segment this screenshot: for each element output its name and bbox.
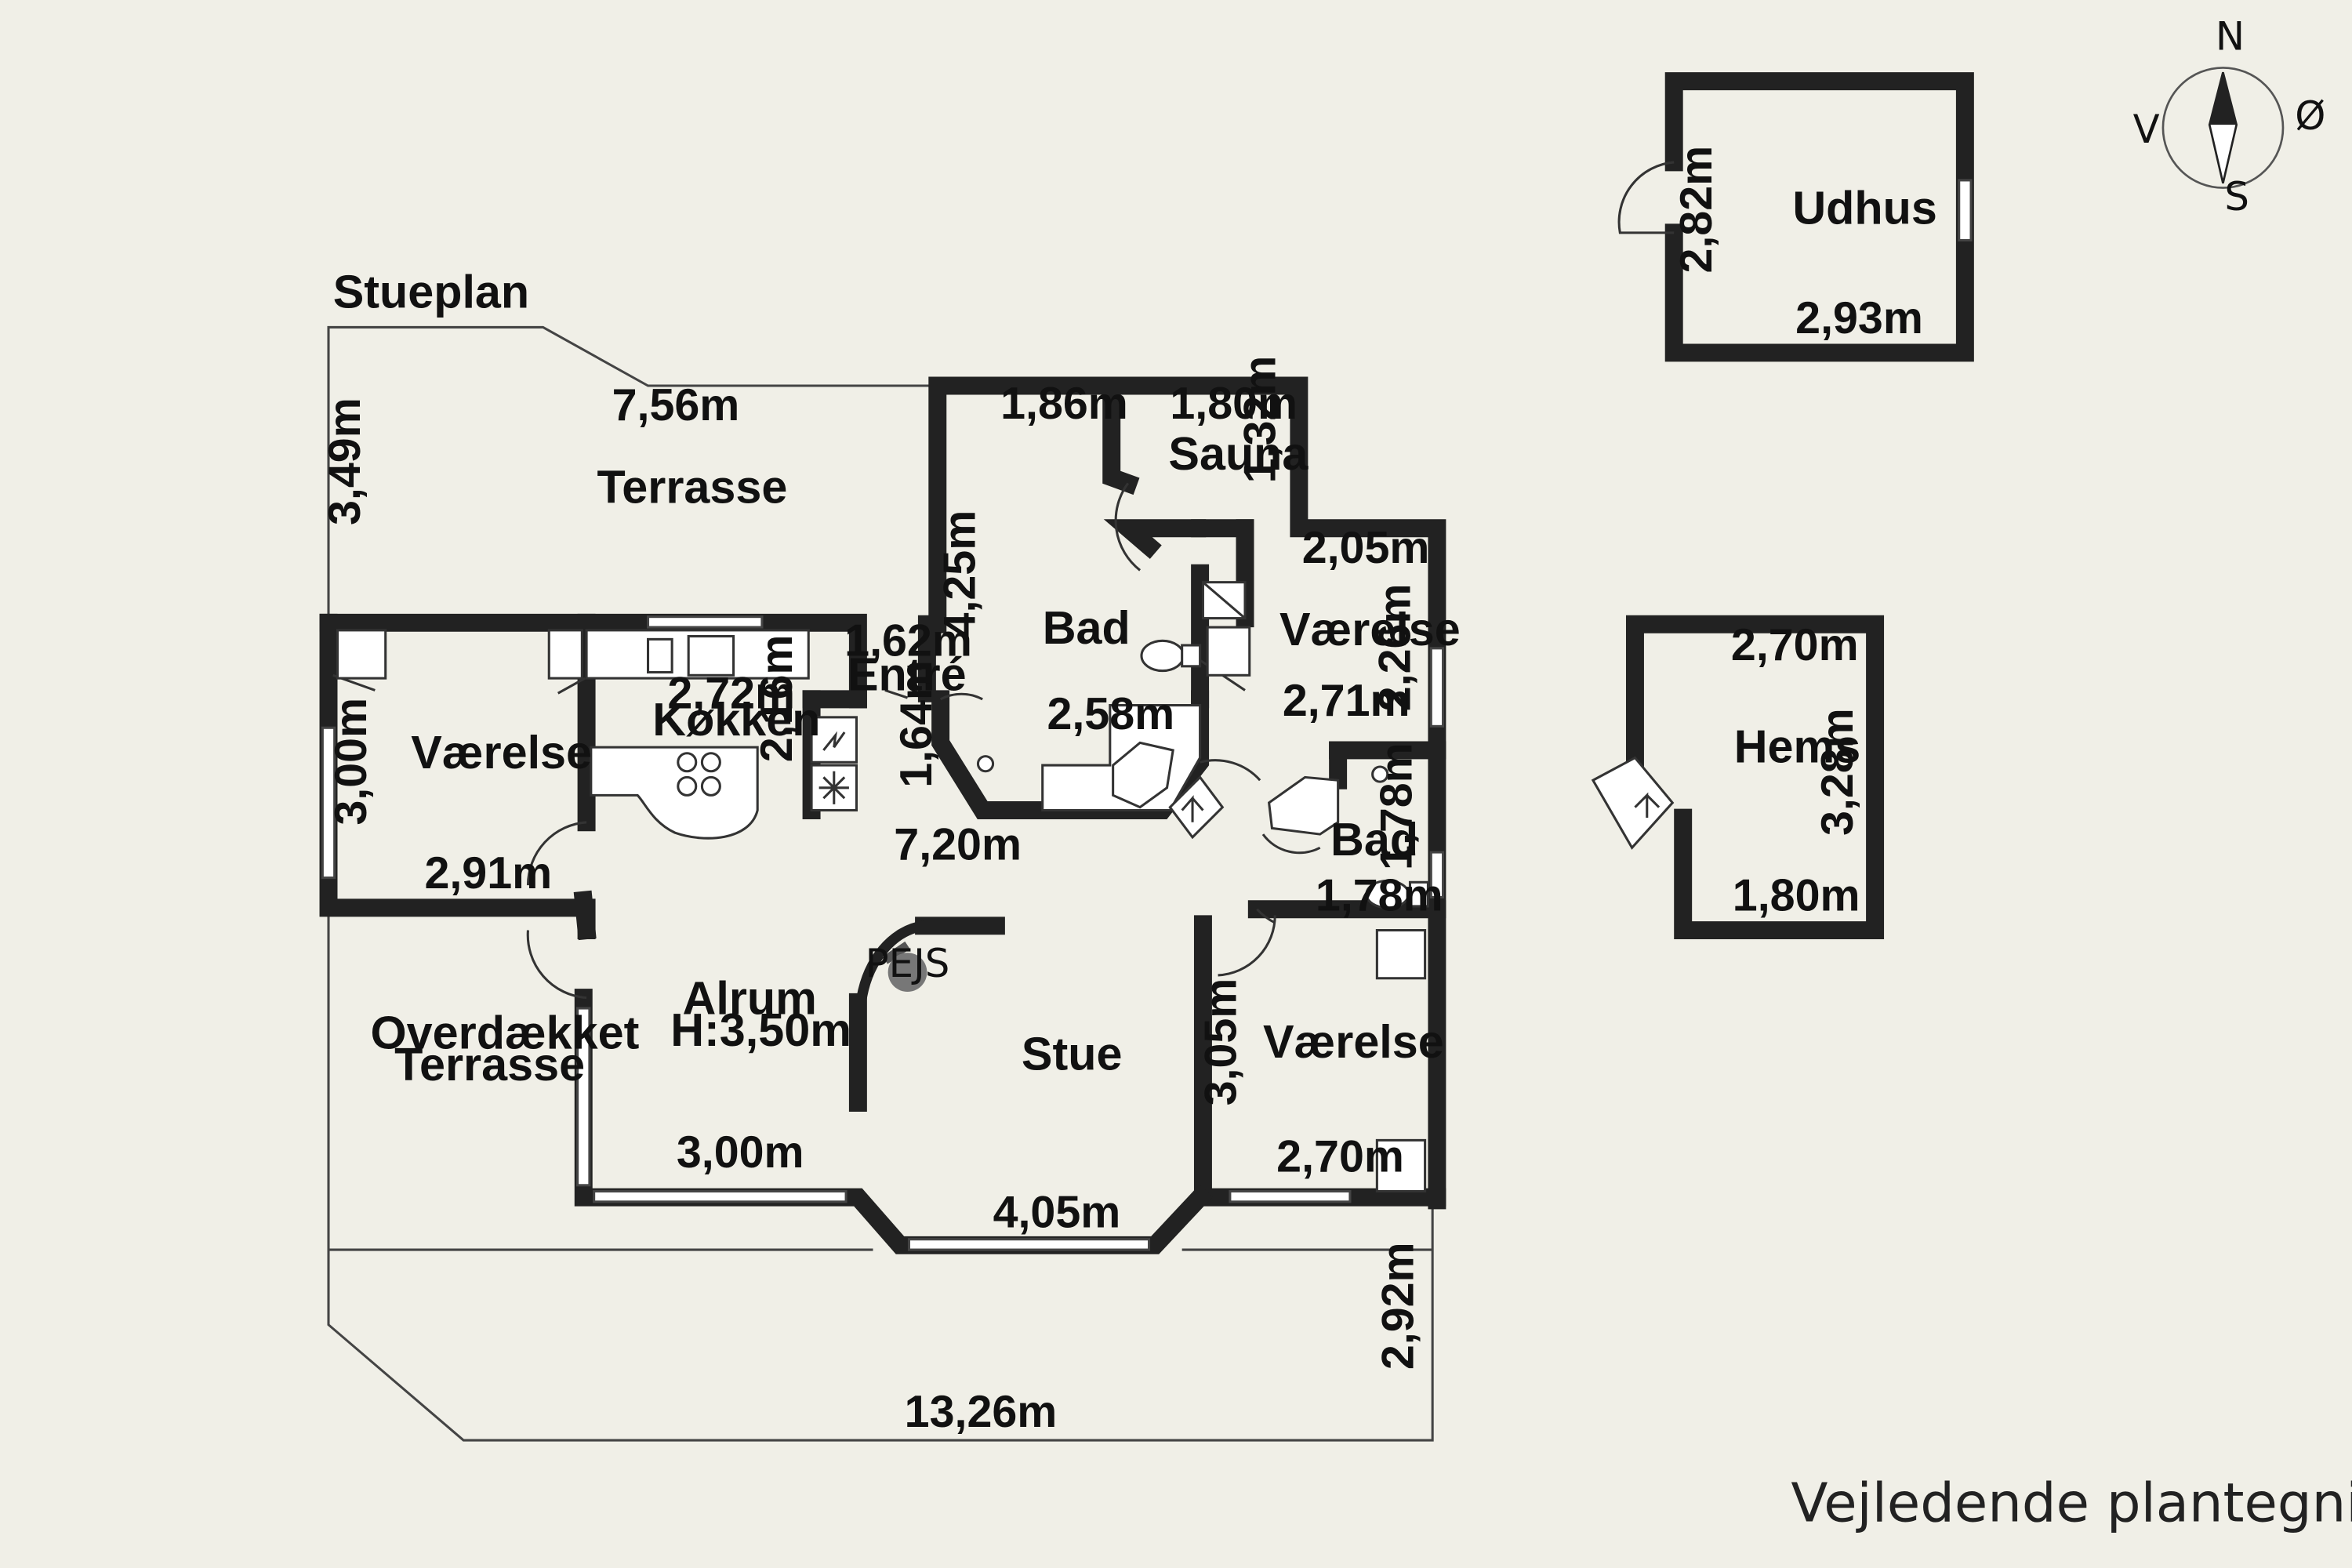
window-bad-small: [1429, 851, 1445, 898]
dim-bad-w-top: 1,86m: [1000, 379, 1128, 429]
dim-outer-h: 2,92m: [1373, 1242, 1423, 1370]
dim-stue-w: 7,20m: [894, 820, 1022, 870]
dim-koekken-h: 2,16m: [752, 635, 802, 763]
window-alrum-south: [593, 1189, 848, 1203]
windows: [321, 615, 1445, 1251]
dim-terrace-width: 7,56m: [612, 380, 740, 430]
room-vaerelse-mid: Værelse: [1279, 603, 1461, 655]
dim-alrum-w: 3,00m: [677, 1127, 804, 1178]
dim-bay-w: 4,05m: [993, 1187, 1121, 1237]
room-udhus: Udhus: [1792, 181, 1936, 234]
compass-north-label: N: [2216, 13, 2245, 59]
sauna-door-wall: [1103, 519, 1207, 559]
terrace-outlines: [327, 325, 1434, 1442]
plan-title: Stueplan: [333, 266, 529, 318]
room-bad-small: Bad: [1330, 813, 1418, 866]
kitchen-fixtures: [585, 629, 858, 840]
udhus: [1617, 72, 1974, 362]
island: [590, 746, 759, 840]
fireplace-curve: [855, 920, 925, 1004]
alrum-height: H:3,50m: [670, 1004, 851, 1056]
stair-hall: [1168, 775, 1225, 840]
dim-vaerelse-left-w: 2,91m: [424, 848, 552, 898]
dim-bad-h: 4,25m: [935, 510, 985, 638]
dim-vaerelse-mid-h: 2,26m: [1370, 584, 1420, 712]
window-vaerelse-left: [321, 726, 336, 880]
dim-terrace-depth: 3,49m: [320, 397, 370, 525]
room-bad-main: Bad: [1043, 601, 1131, 654]
house-walls: [319, 376, 1446, 1254]
disclaimer-text: Vejledende plantegning uden ansvar: [1791, 1472, 2352, 1534]
compass-east-label: Ø: [2295, 93, 2325, 139]
room-koekken: Køkken: [652, 693, 820, 746]
dim-bad-small-w: 1,78m: [1316, 871, 1443, 921]
dim-udhus-h: 2,82m: [1671, 146, 1722, 274]
bathtub-small: [1267, 775, 1340, 836]
room-overdaekket-line1: Overdækket: [371, 1007, 640, 1059]
room-terrasse: Terrasse: [597, 460, 787, 513]
fireplace-label: PEJS: [866, 941, 950, 986]
dim-vaerelse-right-h: 3,05m: [1196, 978, 1247, 1106]
dim-bad-w: 2,58m: [1047, 689, 1174, 739]
sink: [1112, 741, 1174, 809]
dim-entre-w: 1,62m: [844, 615, 972, 666]
dim-udhus-w: 2,93m: [1795, 293, 1923, 343]
room-sauna: Sauna: [1168, 427, 1308, 480]
dim-vaerelse-mid-w-top: 2,05m: [1302, 523, 1430, 573]
dim-entre-h: 1,64m: [891, 660, 942, 788]
room-alrum: Alrum: [683, 972, 817, 1025]
dim-hems-h: 3,28m: [1813, 708, 1863, 836]
room-stue: Stue: [1022, 1027, 1123, 1080]
compass-south-label: S: [2224, 174, 2249, 220]
toilet: [1140, 639, 1185, 673]
window-vaerelse-right: [1229, 1189, 1352, 1203]
oven: [810, 716, 858, 764]
dim-vaerelse-mid-w: 2,71m: [1283, 676, 1410, 726]
window-bay: [907, 1238, 1151, 1251]
window-alrum: [576, 1007, 591, 1187]
hems: [1591, 615, 1885, 940]
dim-hems-w-bottom: 1,80m: [1733, 871, 1860, 921]
dim-sauna-w: 1,80m: [1170, 379, 1298, 429]
alrum-west: [573, 890, 597, 941]
compass: N S Ø V: [2133, 13, 2326, 220]
window-kitchen: [647, 615, 764, 629]
window-vaerelse-mid: [1429, 647, 1445, 728]
dim-sauna-h: 1,32m: [1235, 356, 1285, 484]
dim-koekken-w: 2,72m: [667, 668, 795, 718]
bath-fixtures: [336, 581, 1429, 1192]
dim-vaerelse-left-h: 3,00m: [326, 698, 376, 826]
room-vaerelse-left: Værelse: [411, 726, 592, 779]
dim-vaerelse-right-w: 2,70m: [1276, 1132, 1404, 1182]
dim-outer-w: 13,26m: [905, 1387, 1058, 1437]
dim-bad-small-h: 1,78m: [1371, 742, 1421, 870]
doors: [332, 482, 1321, 1000]
room-hems: Hems: [1734, 720, 1861, 772]
dim-hems-w-top: 2,70m: [1731, 620, 1859, 670]
room-vaerelse-right: Værelse: [1263, 1015, 1444, 1068]
fireplace: PEJS: [866, 941, 950, 992]
compass-west-label: V: [2133, 107, 2160, 152]
room-overdaekket-line2: Terrasse: [394, 1038, 585, 1091]
room-entre: Entré: [848, 648, 967, 700]
